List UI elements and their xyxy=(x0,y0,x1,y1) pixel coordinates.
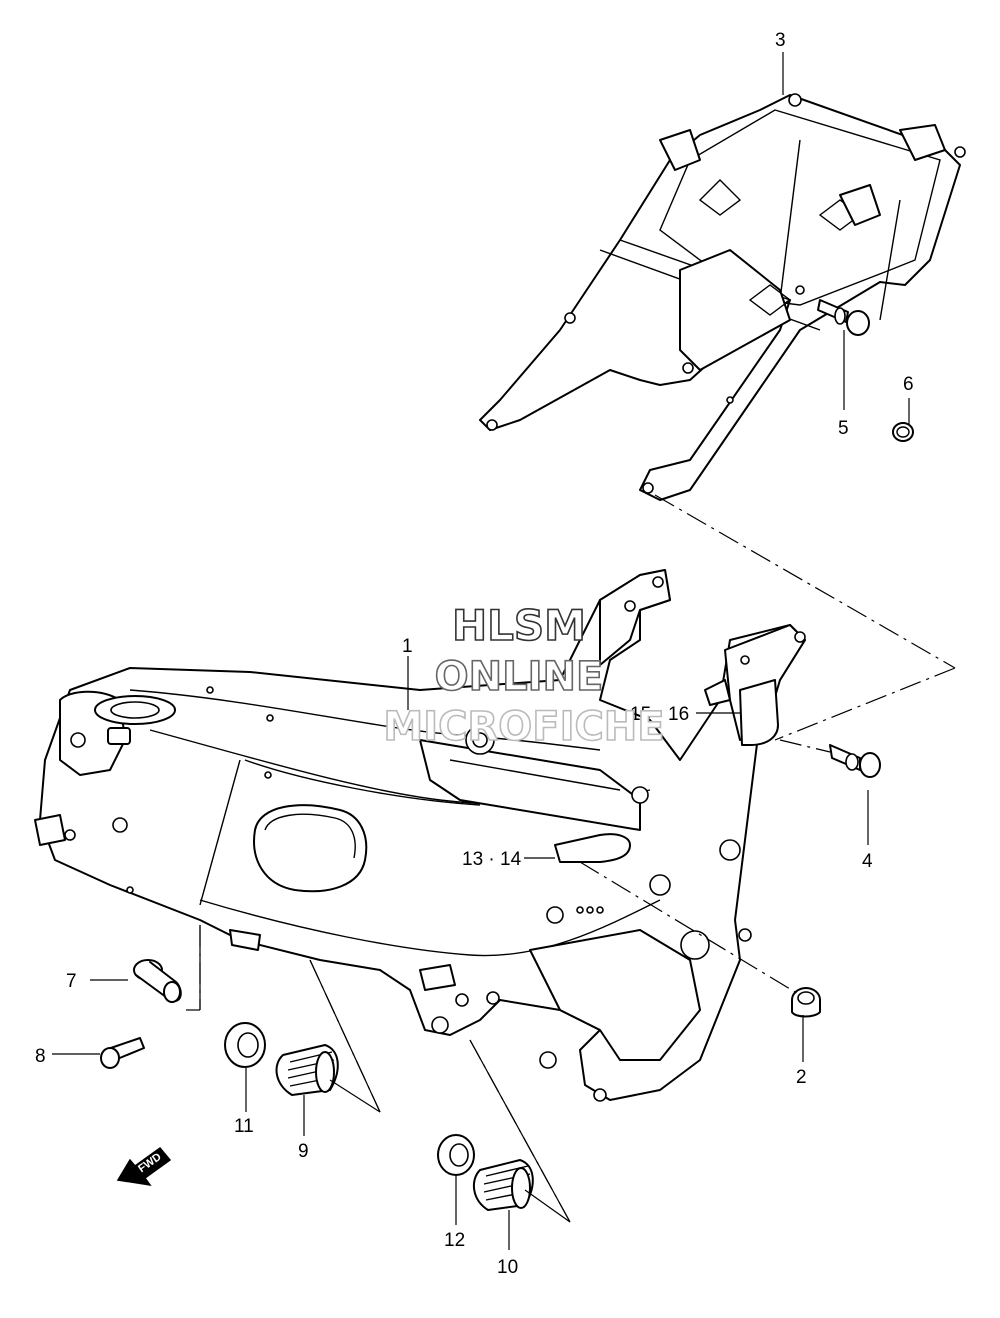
callout-13-14: 13 · 14 xyxy=(462,849,522,870)
watermark-line-2: ONLINE xyxy=(435,654,604,700)
seat-rail xyxy=(479,93,966,501)
bolt-part-5 xyxy=(817,299,870,336)
callout-4: 4 xyxy=(862,851,873,872)
watermark-line-1: HLSM xyxy=(452,601,586,650)
watermark: HLSM ONLINE MICROFICHE xyxy=(383,600,666,751)
callout-3: 3 xyxy=(775,30,786,51)
cap-part-6 xyxy=(892,422,914,442)
callout-10: 10 xyxy=(497,1257,518,1278)
callout-8: 8 xyxy=(35,1046,46,1067)
forward-arrow-icon: FWD xyxy=(116,1146,172,1187)
adjuster-part-9 xyxy=(275,1044,339,1096)
nut-part-11 xyxy=(224,1022,266,1068)
dashed-lines xyxy=(199,494,956,1223)
callout-9: 9 xyxy=(298,1141,309,1162)
callout-1: 1 xyxy=(402,636,413,657)
watermark-line-3: MICROFICHE xyxy=(383,704,664,750)
callout-7: 7 xyxy=(66,971,77,992)
collar-part-7 xyxy=(133,959,182,1003)
callout-6: 6 xyxy=(903,374,914,395)
callouts: 3 1 15 · 16 13 · 14 4 5 6 7 8 11 9 12 10… xyxy=(35,30,914,1278)
nut-part-12 xyxy=(437,1134,475,1176)
callout-12: 12 xyxy=(444,1230,465,1251)
callout-5: 5 xyxy=(838,418,849,439)
bolt-part-4 xyxy=(829,744,881,778)
main-frame xyxy=(34,569,806,1102)
callout-11: 11 xyxy=(234,1116,254,1137)
adjuster-part-10 xyxy=(472,1159,534,1211)
bolt-part-8 xyxy=(100,1037,145,1069)
callout-15-16: 15 · 16 xyxy=(630,704,689,725)
callout-2: 2 xyxy=(796,1067,807,1088)
plug-part-2 xyxy=(791,987,821,1018)
